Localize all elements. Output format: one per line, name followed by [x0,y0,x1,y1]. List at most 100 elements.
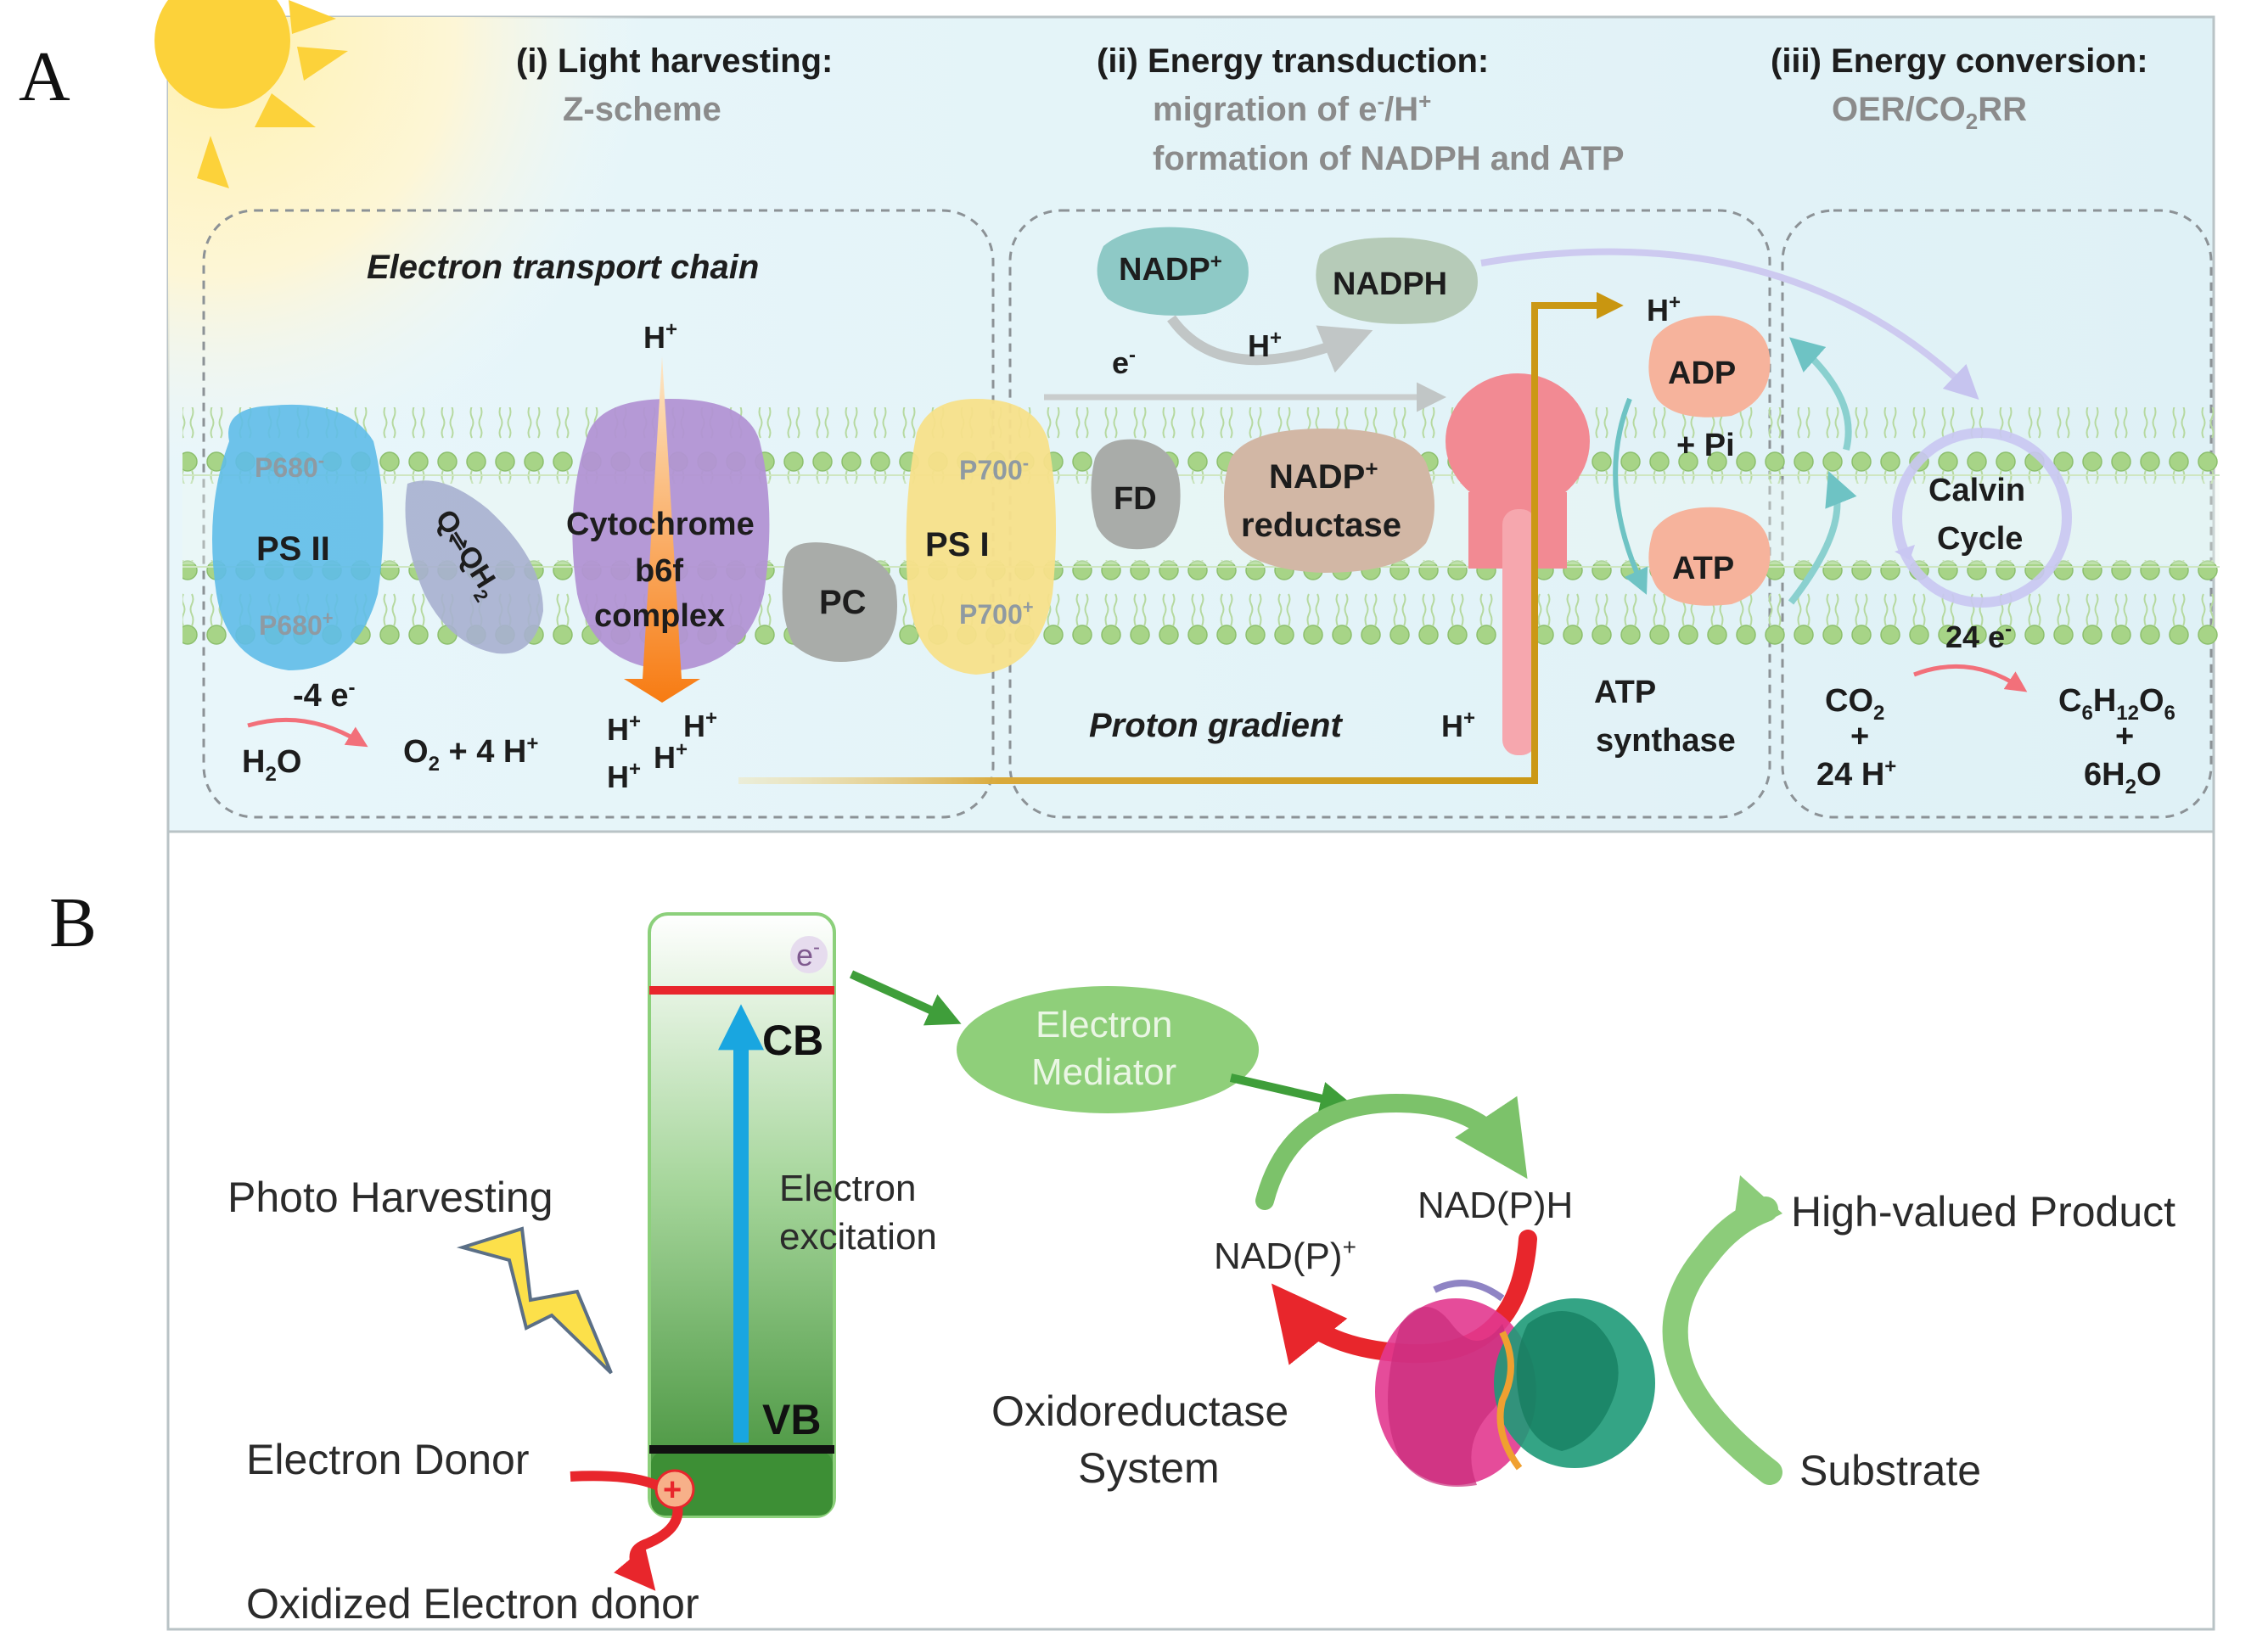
sun-icon [154,0,348,188]
photo-harvesting-label: Photo Harvesting [227,1174,553,1221]
excitation-label-1: Electron [779,1168,916,1209]
water-splitting-arrow [247,717,368,748]
p680-plus: P680+ [259,608,334,641]
hole-badge [654,1469,695,1510]
nadp-reductase-label-1: NADP+ [1269,456,1378,496]
oxidoreductase-enzyme [1375,1280,1655,1487]
mediator-label-1: Electron [1036,1004,1172,1045]
lightning-icon [456,1226,613,1375]
pi-label: + Pi [1676,428,1735,463]
nadph-label: NADPH [1333,266,1447,302]
donor-arrow [570,1471,683,1591]
proton-gradient-label: Proton gradient [1089,707,1343,744]
co2-plus: + [1850,719,1869,754]
section-energy-transduction-sub1: migration of e-/H+ [1153,88,1431,128]
psi-label: PS I [925,526,990,563]
minus-4e-label: -4 e- [293,676,355,714]
sub1-sup: - [1377,88,1384,114]
h24-label: 24 H+ [1816,755,1896,793]
adp-blob [1648,315,1771,418]
panel-a: A (i) Light harvesting: Z-scheme (ii) En… [19,0,2220,833]
psii-label: PS II [256,530,330,568]
panel-b-label: B [49,883,97,962]
etc-label: Electron transport chain [367,249,759,286]
proton-pump-arrow [624,356,700,703]
section-energy-conversion-title: (iii) Energy conversion: [1771,42,2148,80]
cyt-label-1: Cytochrome [566,507,755,542]
calvin-cycle-ring [1892,428,2072,608]
co2-label: CO2 [1825,683,1884,725]
glucose-label: C6H12O6 [2058,683,2175,725]
panel-a-label: A [19,37,70,116]
nadp-plus-label: NADP+ [1119,250,1222,288]
p700-minus: P700- [959,452,1029,485]
calvin-label-2: Cycle [1937,521,2023,557]
electron-badge [790,936,828,973]
fd-label: FD [1114,481,1157,517]
cyt-label-3: complex [594,598,725,634]
electron-label-a: e- [1112,344,1136,380]
sub3-text2: RR [1978,91,2027,128]
panel-b-frame [166,830,2215,1631]
substrate-label: Substrate [1799,1447,1981,1494]
region-energy-conversion [1781,209,2213,819]
proton-h-atp-top: H+ [1647,291,1681,328]
atp-to-calvin-arrow [1788,471,1857,605]
cyt-h-top: H+ [643,318,677,355]
oxidized-donor-label: Oxidized Electron donor [246,1580,699,1628]
psii-complex [212,404,384,670]
nadp-h-label: H+ [1248,327,1282,363]
product-label: High-valued Product [1791,1188,2175,1236]
mediator-label-2: Mediator [1031,1051,1176,1093]
vb-label: VB [762,1396,821,1443]
nadp-reductase-label-2: reductase [1241,507,1401,544]
sub1-text: migration of e [1153,91,1377,128]
nadp-plus-blob [1097,227,1249,316]
adp-to-atp-arrow [1613,397,1648,595]
electron-donor-label: Electron Donor [246,1436,530,1483]
nadp-b-label: NAD(P)+ [1214,1234,1356,1277]
section-light-harvesting-title: (i) Light harvesting: [516,42,833,80]
calvin-to-adp-arrow [1789,337,1852,451]
section-light-harvesting-sub: Z-scheme [563,91,721,128]
sub3-sub: 2 [1966,109,1978,134]
co2-to-glucose-arrow [1913,664,2028,692]
calvin-24e-label: 24 e- [1945,618,2012,654]
product-arrowhead-icon [1732,1175,1782,1239]
sub1-sup2: + [1418,88,1431,114]
region-light-harvesting [202,209,995,819]
ferredoxin [1091,439,1181,550]
nadph-to-calvin-arrow [1480,248,1979,401]
valence-band-fill [651,1451,833,1516]
cb-label: CB [762,1017,823,1064]
water6-label: 6H2O [2084,757,2162,799]
lumen-h-2: H+ [683,707,717,743]
h2o-label: H2O [242,744,301,786]
regeneration-arc [1255,1093,1528,1210]
excitation-label-2: excitation [779,1216,937,1258]
lumen-h-1: H+ [607,710,641,747]
adp-label: ADP [1668,356,1736,391]
section-energy-transduction-sub2: formation of NADPH and ATP [1153,140,1625,177]
p680-minus: P680- [255,450,324,483]
cb-to-mediator-arrow [849,970,962,1026]
sub1-text2: /H [1384,91,1418,128]
atp-synthase-label-2: synthase [1596,723,1736,759]
p700-plus: P700+ [959,597,1034,630]
atp-blob [1648,507,1771,606]
psi-complex [906,399,1056,675]
quinone-pool [405,480,543,654]
proton-gradient-arrow [738,292,1624,784]
nadph-blob [1316,237,1478,324]
lumen-h-3: H+ [654,738,688,775]
nadp-reduction-arrow [1167,315,1373,373]
nadp-reductase [1223,429,1434,573]
section-energy-transduction-title: (ii) Energy transduction: [1097,42,1489,80]
atp-synthase-label-1: ATP [1594,675,1656,710]
electron-badge-label: e- [796,936,820,972]
proton-h-gradient: H+ [1441,707,1475,743]
plastocyanin [782,542,897,662]
cyt-label-2: b6f [635,553,683,589]
o2-label: O2 + 4 H+ [403,732,538,776]
